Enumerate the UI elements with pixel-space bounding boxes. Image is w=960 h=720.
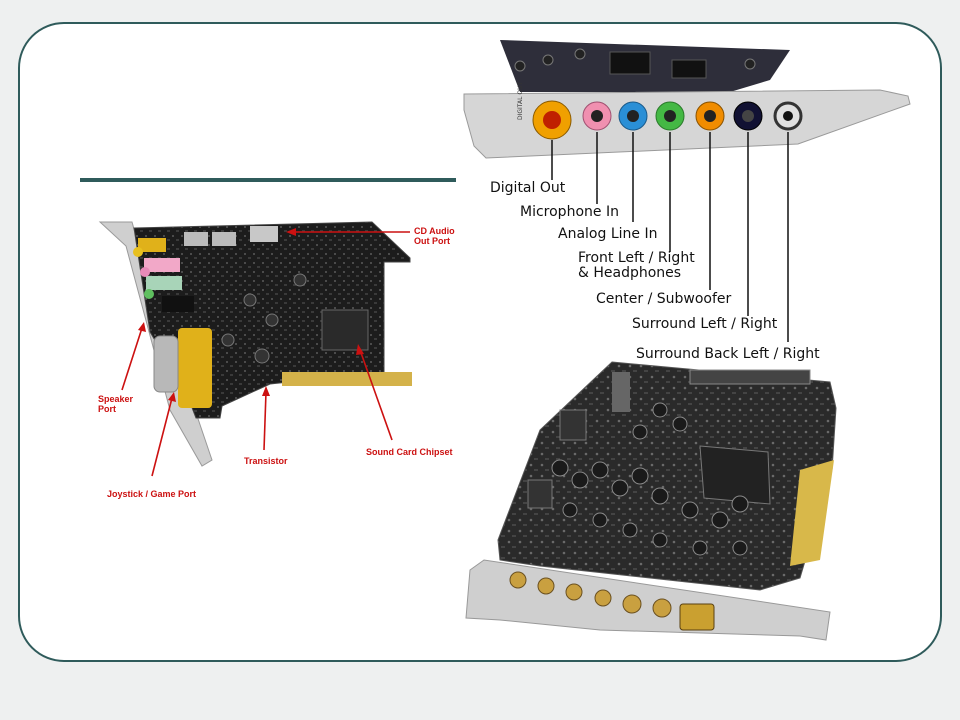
bottom-pci-connector [790,460,834,566]
label-speaker-line1: Speaker [98,394,134,404]
left-annotation-arrows [121,228,410,477]
left-chipset [321,309,369,351]
left-pci-connector [282,372,412,386]
label-cd-audio-line1: CD Audio [414,226,455,236]
label-center-subwoofer: Center / Subwoofer [596,291,732,307]
divider-rule [80,178,456,182]
left-jack-yellow [138,238,166,252]
label-transistor: Transistor [244,456,288,466]
label-digital-out: Digital Out [490,180,566,196]
label-surround-left-right: Surround Left / Right [632,316,778,332]
label-cd-audio-out-port: CD Audio Out Port [414,226,455,246]
top-jacks [532,100,803,140]
arrow-chipset [359,349,393,441]
label-joystick-game-port: Joystick / Game Port [107,489,197,499]
arrow-transistor [263,391,267,451]
bottom-chipset [699,445,771,505]
left-jack-pink [144,258,180,272]
label-speaker-line2: Port [98,404,116,414]
top-sound-card-photo: DIGITAL OUT [463,40,911,342]
label-front-left-right: Front Left / Right & Headphones [578,251,695,281]
bottom-sound-card-photo [465,361,837,641]
bottom-firewire-port [679,603,715,631]
top-mounting-bracket [463,89,911,159]
bottom-mounting-bracket [465,559,831,641]
label-cd-audio-line2: Out Port [414,236,450,246]
label-analog-line-in: Analog Line In [558,226,658,242]
top-leader-lines [551,132,789,342]
label-surround-back-left-right: Surround Back Left / Right [636,346,820,362]
label-sound-card-chipset: Sound Card Chipset [366,447,453,457]
left-jack-black [162,296,194,312]
label-speaker-port: Speaker Port [98,394,133,414]
left-game-port [178,328,212,408]
label-microphone-in: Microphone In [520,204,619,220]
label-front-line2: & Headphones [578,265,682,281]
bottom-pcb-board [497,361,837,591]
arrow-speaker-port [121,327,143,391]
left-jack-green [146,276,182,290]
label-front-line1: Front Left / Right [578,250,695,266]
arrow-joystick [151,397,173,477]
left-sound-card-photo [98,221,412,467]
bracket-digital-out-text: DIGITAL OUT [517,82,524,120]
